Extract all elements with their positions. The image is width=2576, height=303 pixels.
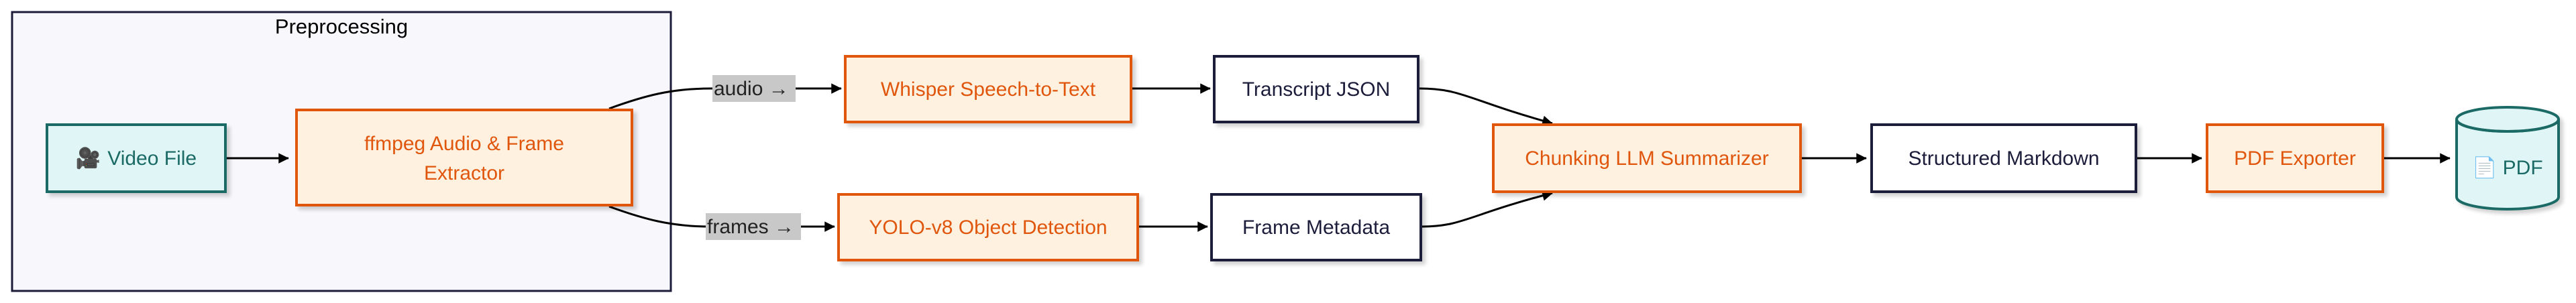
svg-text:📄PDF: 📄 PDF — [2472, 156, 2542, 179]
yolo-box — [837, 193, 1139, 261]
structured-markdown-box — [1870, 123, 2137, 193]
node-pdf-exporter: PDF Exporter — [2206, 123, 2384, 193]
node-pdf-output: 📄 PDF — [2455, 106, 2560, 210]
yolo-label: YOLO-v8 Object Detection — [869, 217, 1107, 239]
summarizer-box — [1492, 123, 1802, 193]
video-file-label: Video File — [107, 147, 197, 170]
node-yolo: YOLO-v8 Object Detection — [837, 193, 1139, 261]
extractor-box — [295, 109, 633, 206]
node-transcript-json: Transcript JSON — [1213, 55, 1419, 123]
node-whisper: Whisper Speech-to-Text — [844, 55, 1132, 123]
transcript-json-box — [1213, 55, 1419, 123]
edge-extractor-to-yolo — [608, 205, 835, 232]
node-summarizer: Chunking LLM Summarizer — [1492, 123, 1802, 193]
edge-label-frames-bg — [706, 213, 801, 240]
whisper-label: Whisper Speech-to-Text — [881, 78, 1096, 101]
cluster-title: Preprocessing — [275, 15, 408, 38]
frame-metadata-box — [1210, 193, 1422, 261]
svg-text:🎥Video File: 🎥 Video File — [76, 146, 197, 170]
node-structured-markdown: Structured Markdown — [1870, 123, 2137, 193]
node-extractor: ffmpeg Audio & Frame Extractor — [295, 109, 633, 206]
pdf-exporter-label: PDF Exporter — [2234, 147, 2356, 170]
extractor-label-line-1: ffmpeg Audio & Frame — [364, 133, 564, 155]
pdf-cylinder-body — [2455, 119, 2560, 210]
frame-metadata-label: Frame Metadata — [1242, 217, 1390, 239]
structured-markdown-label: Structured Markdown — [1908, 147, 2099, 170]
transcript-json-label: Transcript JSON — [1242, 78, 1391, 101]
edge-transcript-to-summarizer — [1419, 87, 1553, 126]
edge-label-frames-text: frames → — [707, 216, 794, 238]
node-frame-metadata: Frame Metadata — [1210, 193, 1422, 261]
pdf-exporter-box — [2206, 123, 2384, 193]
document-icon: 📄 — [2472, 156, 2497, 179]
edge-label-audio-text: audio → — [714, 78, 789, 100]
edges — [227, 83, 2451, 232]
edge-label-audio-bg — [712, 75, 796, 102]
summarizer-label: Chunking LLM Summarizer — [1525, 147, 1768, 170]
extractor-label-line-2: Extractor — [424, 162, 504, 184]
whisper-box — [844, 55, 1132, 123]
video-camera-icon: 🎥 — [76, 146, 101, 170]
pdf-label: PDF — [2503, 157, 2543, 179]
edge-frame-metadata-to-summarizer — [1421, 190, 1553, 228]
edge-label-audio: audio → — [712, 75, 796, 102]
video-file-box — [46, 123, 227, 193]
pdf-cylinder-rim — [2455, 119, 2560, 133]
node-video-file: 🎥 Video File — [46, 123, 227, 193]
edge-label-frames: frames → — [706, 213, 801, 240]
edge-extractor-to-whisper — [608, 83, 842, 110]
